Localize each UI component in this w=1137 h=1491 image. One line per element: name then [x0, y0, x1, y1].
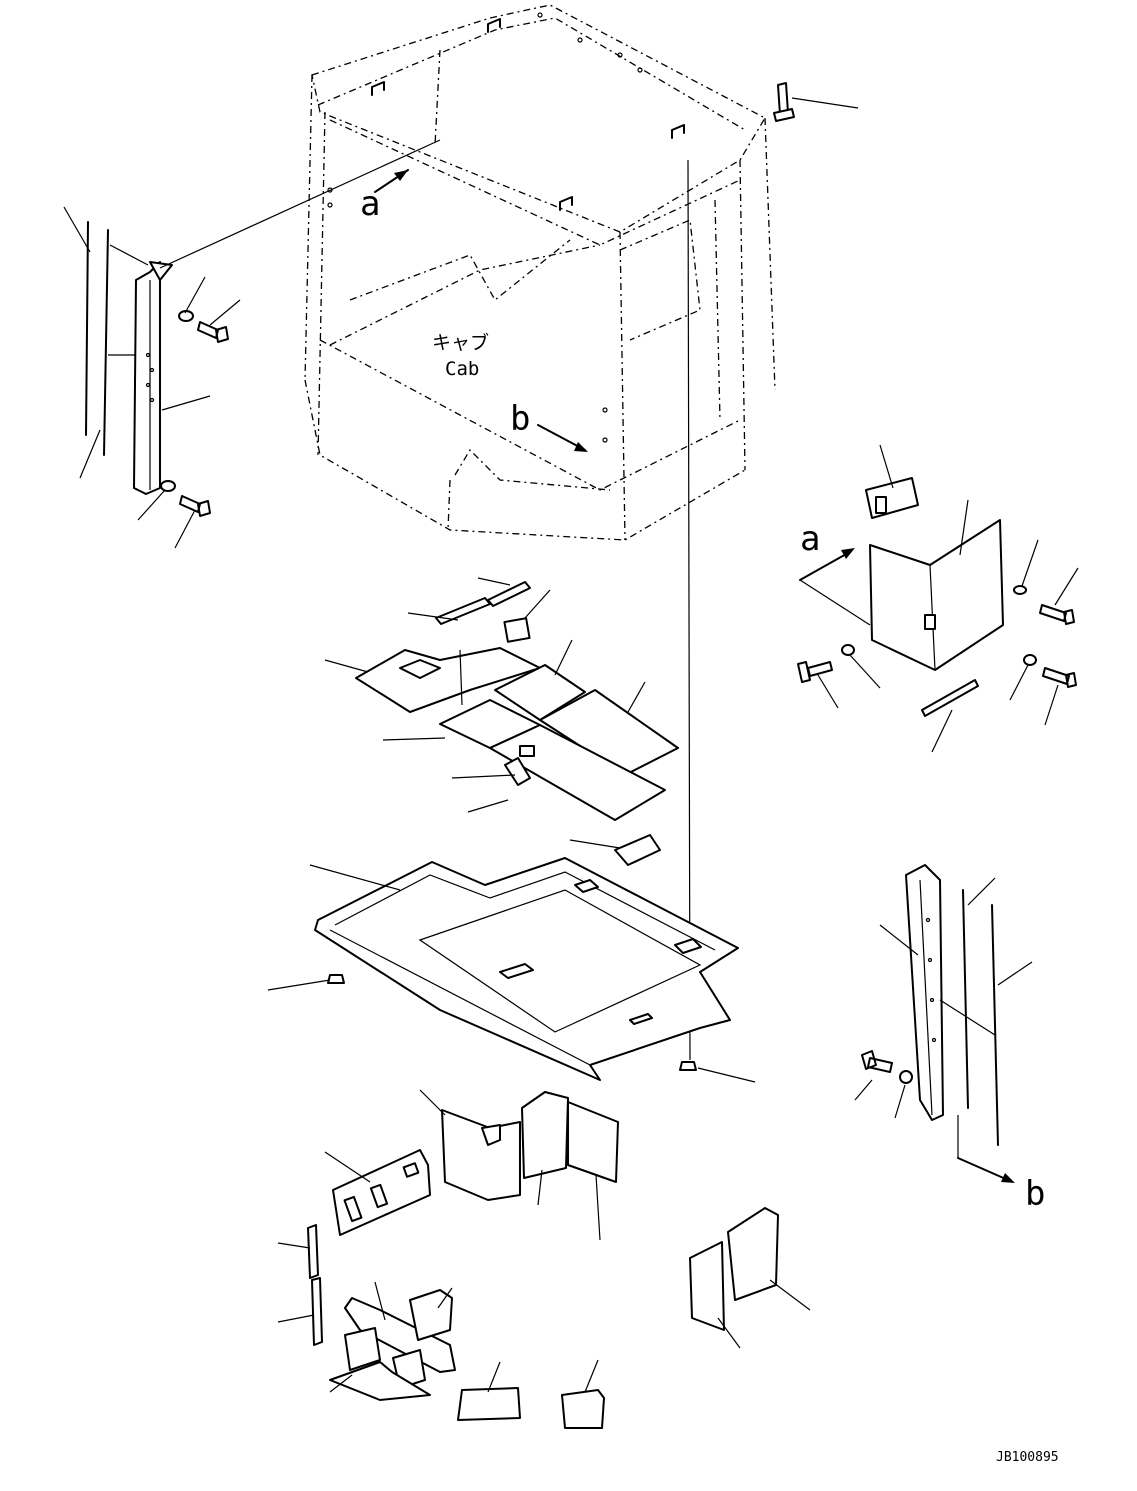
right-pillar-assembly [854, 864, 1033, 1158]
bolt-top [773, 82, 859, 122]
cab-label-en: Cab [445, 358, 479, 380]
view-arrow-a-cab [374, 169, 409, 193]
view-arrow-b-detail [957, 1157, 1015, 1183]
floor-plate [267, 857, 756, 1083]
lower-covers [277, 1089, 811, 1429]
left-pillar-assembly [63, 139, 441, 549]
view-arrow-a-detail [799, 548, 855, 581]
view-label-b-cab: b [510, 399, 530, 439]
view-label-b-detail: b [1025, 1174, 1045, 1214]
corner-panel-detail [797, 444, 1079, 753]
view-arrow-b-cab [537, 424, 588, 452]
view-label-a-detail: a [800, 519, 820, 559]
drawing-number: JB100895 [996, 1450, 1059, 1465]
cab-frame [304, 4, 776, 541]
cab-label-jp: キャブ [432, 331, 489, 354]
view-label-a-cab: a [360, 184, 380, 224]
floor-mats [324, 577, 679, 866]
